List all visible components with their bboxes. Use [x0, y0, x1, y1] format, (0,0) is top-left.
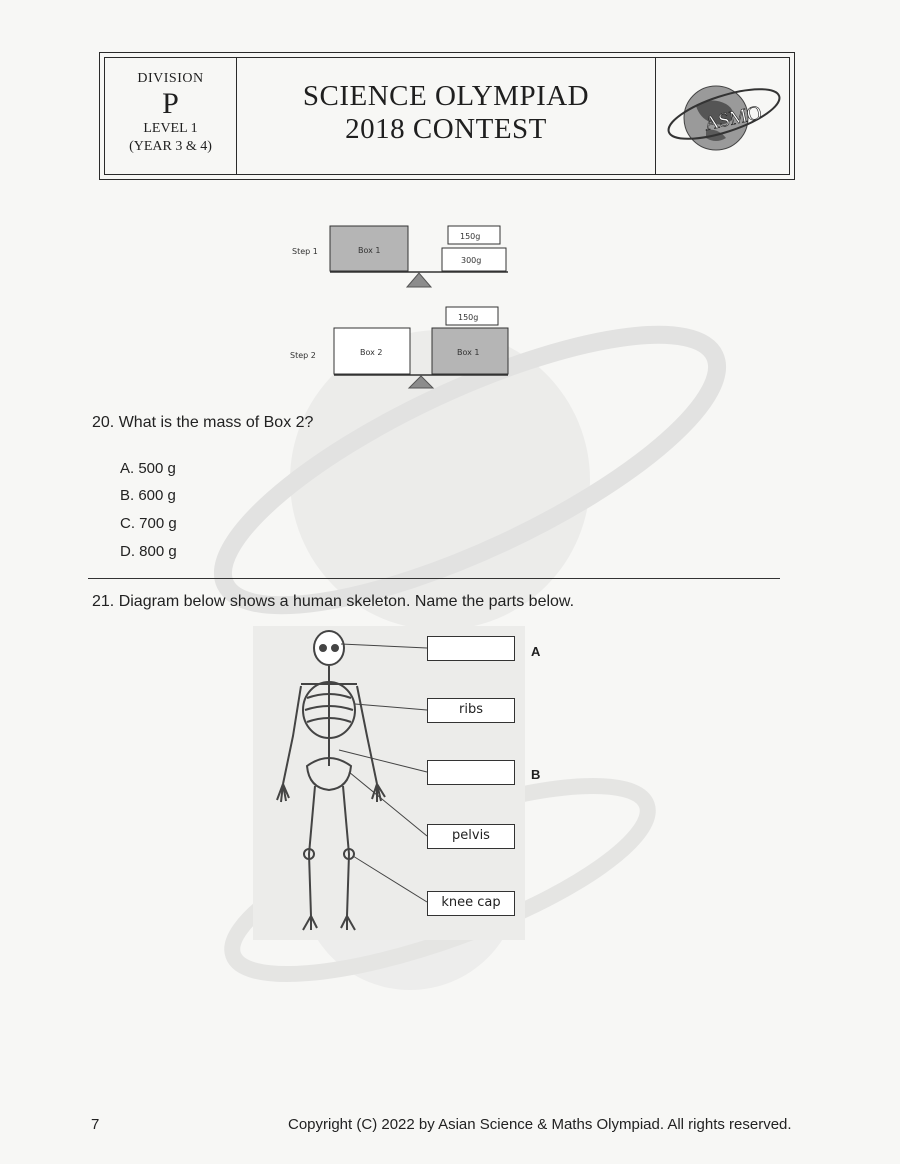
page-number: 7: [91, 1116, 100, 1133]
year-label: (YEAR 3 & 4): [129, 139, 212, 154]
question-21: 21. Diagram below shows a human skeleton…: [92, 593, 575, 610]
level-label: LEVEL 1: [143, 121, 198, 136]
step1-label: Step 1: [292, 247, 318, 256]
header-outer-border: [99, 52, 795, 180]
skeleton-image: [253, 626, 525, 940]
step1-box1-label: Box 1: [358, 246, 381, 255]
step2-box1: [431, 327, 509, 375]
q20-option-a: A. 500 g: [120, 460, 176, 477]
title-line-1: SCIENCE OLYMPIAD: [302, 80, 590, 112]
contest-title: SCIENCE OLYMPIAD 2018 CONTEST: [237, 58, 655, 174]
step1-weight-150: [447, 225, 501, 245]
section-divider: [88, 578, 780, 579]
q20-option-b: B. 600 g: [120, 487, 176, 504]
asmo-logo-icon: ASMO: [667, 85, 781, 151]
skeleton-icon: [276, 630, 428, 931]
step2-box2: [333, 327, 411, 375]
letter-a: A: [531, 644, 541, 659]
logo-cell: ASMO: [655, 58, 789, 174]
division-cell: DIVISION P LEVEL 1 (YEAR 3 & 4): [105, 58, 237, 174]
step2-box2-label: Box 2: [360, 348, 383, 357]
skeleton-label-pelvis: pelvis: [427, 824, 515, 849]
step1-weight-300-label: 300g: [461, 256, 481, 265]
question-20: 20. What is the mass of Box 2?: [92, 414, 314, 431]
skeleton-label-knee-cap: knee cap: [427, 891, 515, 916]
step2-label: Step 2: [290, 351, 316, 360]
step1-weight-300: [441, 247, 507, 272]
skeleton-label-ribs: ribs: [427, 698, 515, 723]
copyright-text: Copyright (C) 2022 by Asian Science & Ma…: [288, 1116, 792, 1133]
step1-box1: [329, 225, 409, 272]
step2-weight-150: [445, 306, 499, 326]
skeleton-label-b[interactable]: [427, 760, 515, 785]
q20-option-d: D. 800 g: [120, 543, 177, 560]
letter-b: B: [531, 767, 541, 782]
q20-option-c: C. 700 g: [120, 515, 177, 532]
header: DIVISION P LEVEL 1 (YEAR 3 & 4) SCIENCE …: [104, 57, 790, 175]
step2-fulcrum: [407, 375, 435, 389]
division-letter: P: [162, 87, 179, 120]
step2-box1-label: Box 1: [457, 348, 480, 357]
step1-fulcrum: [405, 272, 433, 288]
step1-weight-150-label: 150g: [460, 232, 480, 241]
skeleton-label-a[interactable]: [427, 636, 515, 661]
balance-diagram: Step 1 Box 1 150g 300g 150g Step 2 Box 2…: [290, 225, 509, 389]
division-label: DIVISION: [137, 71, 204, 86]
title-line-2: 2018 CONTEST: [345, 113, 547, 145]
step2-weight-150-label: 150g: [458, 313, 478, 322]
